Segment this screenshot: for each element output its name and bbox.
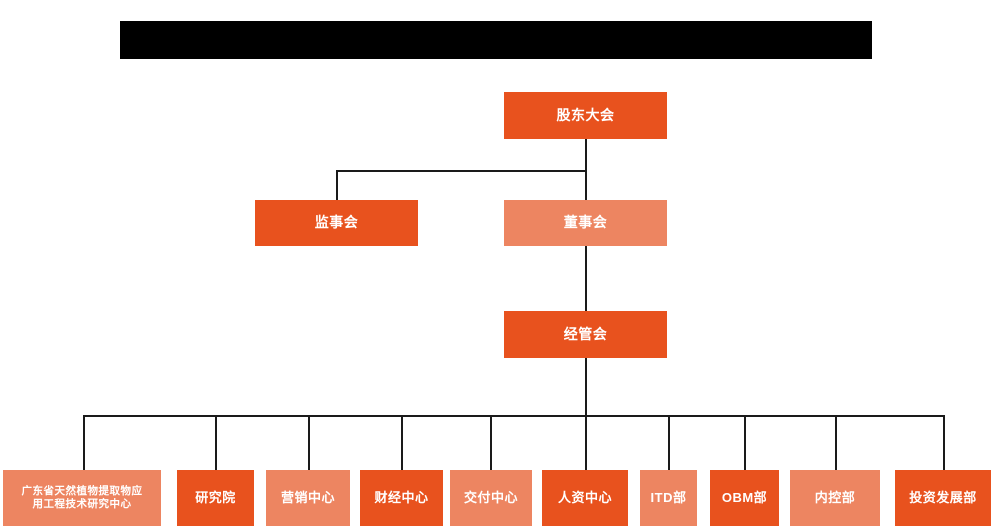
org-node-research-center[interactable]: 广东省天然植物提取物应 用工程技术研究中心 xyxy=(3,470,161,526)
org-node-label: 经管会 xyxy=(563,325,608,342)
org-node-label: 营销中心 xyxy=(280,489,335,505)
org-node-label: 董事会 xyxy=(563,214,608,231)
connector-drop-finance xyxy=(401,415,403,470)
connector-drop-internal-control xyxy=(835,415,837,470)
org-node-label: OBM部 xyxy=(721,489,768,505)
connector-drop-institute xyxy=(215,415,217,470)
connector-drop-delivery xyxy=(490,415,492,470)
connector-directors-to-management xyxy=(585,246,587,311)
connector-drop-investment xyxy=(943,415,945,470)
connector-level2-bus xyxy=(336,170,587,172)
org-node-delivery[interactable]: 交付中心 xyxy=(450,470,532,526)
org-node-management[interactable]: 经管会 xyxy=(504,311,667,358)
org-node-label: 监事会 xyxy=(314,214,359,231)
org-node-obm[interactable]: OBM部 xyxy=(710,470,779,526)
redacted-title-bar xyxy=(120,21,872,59)
connector-level4-bus xyxy=(83,415,945,417)
connector-drop-itd xyxy=(668,415,670,470)
org-node-internal-control[interactable]: 内控部 xyxy=(790,470,880,526)
connector-management-down xyxy=(585,358,587,416)
org-node-label: 内控部 xyxy=(814,489,856,505)
org-node-label: 财经中心 xyxy=(374,489,429,505)
org-node-label: 股东大会 xyxy=(556,106,615,123)
connector-drop-hr xyxy=(585,415,587,470)
org-node-marketing[interactable]: 营销中心 xyxy=(266,470,350,526)
org-node-label: ITD部 xyxy=(650,489,687,505)
org-node-finance[interactable]: 财经中心 xyxy=(360,470,443,526)
org-node-hr[interactable]: 人资中心 xyxy=(542,470,628,526)
org-node-label: 投资发展部 xyxy=(909,489,977,505)
connector-directors-drop xyxy=(585,170,587,201)
org-node-itd[interactable]: ITD部 xyxy=(640,470,697,526)
connector-shareholders-down xyxy=(585,138,587,172)
org-node-label: 人资中心 xyxy=(557,489,612,505)
org-node-label: 广东省天然植物提取物应 用工程技术研究中心 xyxy=(21,484,143,510)
org-node-shareholders[interactable]: 股东大会 xyxy=(504,92,667,139)
connector-drop-research-center xyxy=(83,415,85,470)
org-node-supervisors[interactable]: 监事会 xyxy=(255,200,418,246)
connector-drop-marketing xyxy=(308,415,310,470)
connector-supervisors-drop xyxy=(336,170,338,201)
org-node-label: 研究院 xyxy=(195,489,236,505)
org-node-institute[interactable]: 研究院 xyxy=(177,470,254,526)
org-node-investment[interactable]: 投资发展部 xyxy=(895,470,991,526)
connector-drop-obm xyxy=(744,415,746,470)
org-node-directors[interactable]: 董事会 xyxy=(504,200,667,246)
org-node-label: 交付中心 xyxy=(463,489,518,505)
